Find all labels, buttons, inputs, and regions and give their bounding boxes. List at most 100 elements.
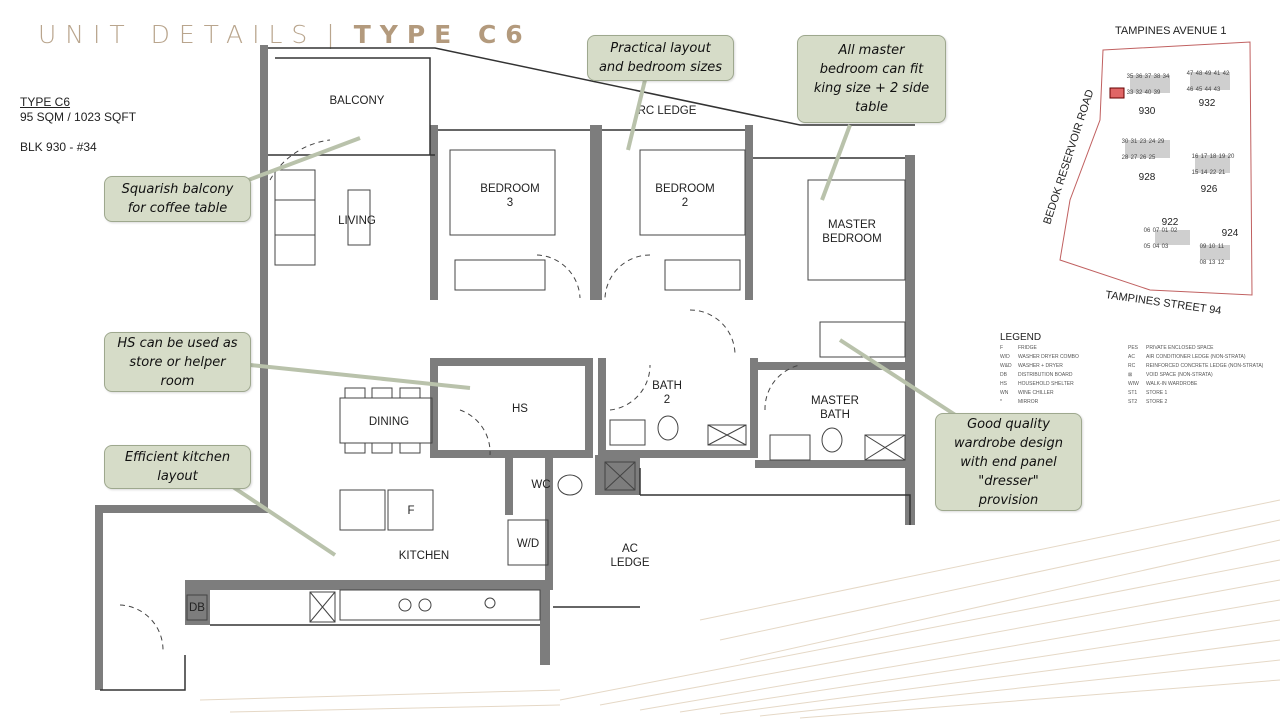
site-unit-number: 21 xyxy=(1219,170,1226,176)
legend-cell: WASHER DRYER COMBO xyxy=(1018,354,1079,360)
room-bedroom3-number: 3 xyxy=(507,197,513,209)
legend-cell: PES xyxy=(1128,345,1139,351)
site-unit-number: 40 xyxy=(1145,90,1152,96)
legend-cell: ⊠ xyxy=(1128,372,1133,378)
site-unit-number: 24 xyxy=(1149,139,1156,145)
site-unit-number: 15 xyxy=(1192,170,1199,176)
site-unit-number: 11 xyxy=(1218,244,1225,250)
site-unit-number: 14 xyxy=(1201,170,1208,176)
legend-cell: VOID SPACE (NON-STRATA) xyxy=(1146,372,1213,378)
room-rc-ledge: RC LEDGE xyxy=(638,105,697,117)
site-unit-number: 16 xyxy=(1192,154,1199,160)
room-master-bath-label: MASTER xyxy=(811,395,859,407)
site-unit-number: 04 xyxy=(1153,244,1160,250)
site-unit-number: 25 xyxy=(1149,155,1156,161)
site-unit-number: 35 xyxy=(1127,74,1134,80)
room-master-label2: BEDROOM xyxy=(822,233,881,245)
legend-cell: PRIVATE ENCLOSED SPACE xyxy=(1146,345,1214,351)
room-bedroom3-label: BEDROOM xyxy=(480,183,539,195)
unit-size: 95 SQM / 1023 SQFT xyxy=(20,110,137,124)
site-unit-number: 34 xyxy=(1163,74,1170,80)
site-unit-number: 46 xyxy=(1187,87,1194,93)
svg-text:922: 922 xyxy=(1162,217,1179,228)
site-unit-number: 05 xyxy=(1144,244,1151,250)
site-unit-number: 17 xyxy=(1201,154,1208,160)
legend-cell: MIRROR xyxy=(1018,399,1039,405)
legend-cell: WINE CHILLER xyxy=(1018,390,1054,396)
room-wd: W/D xyxy=(517,538,539,550)
site-unit-number: 30 xyxy=(1122,139,1129,145)
legend-cell: HOUSEHOLD SHELTER xyxy=(1018,381,1074,387)
site-unit-number: 10 xyxy=(1209,244,1216,250)
svg-text:TAMPINES AVENUE 1: TAMPINES AVENUE 1 xyxy=(1115,25,1226,37)
site-unit-number: 47 xyxy=(1187,71,1194,77)
svg-text:932: 932 xyxy=(1199,98,1216,109)
site-unit-number: 20 xyxy=(1228,154,1235,160)
site-plan: TAMPINES AVENUE 1 BEDOK RESERVOIR ROAD T… xyxy=(1041,25,1253,317)
legend-cell: * xyxy=(1000,399,1002,405)
site-unit-number: 44 xyxy=(1205,87,1212,93)
room-balcony: BALCONY xyxy=(330,95,385,107)
room-master-label: MASTER xyxy=(828,219,876,231)
legend-cell: AC xyxy=(1128,354,1135,360)
room-dining: DINING xyxy=(369,416,409,428)
legend-cell: FRIDGE xyxy=(1018,345,1037,351)
room-wc: WC xyxy=(531,479,550,491)
site-unit-number: 03 xyxy=(1162,244,1169,250)
room-bath2-number: 2 xyxy=(664,394,670,406)
legend-cell: DB xyxy=(1000,372,1007,378)
site-unit-number: 08 xyxy=(1200,260,1207,266)
site-unit-number: 28 xyxy=(1122,155,1129,161)
svg-text:928: 928 xyxy=(1139,172,1156,183)
room-fridge: F xyxy=(407,505,414,517)
legend-cell: WALK-IN WARDROBE xyxy=(1146,381,1198,387)
svg-text:926: 926 xyxy=(1201,184,1218,195)
legend-cell: WASHER + DRYER xyxy=(1018,363,1063,369)
room-kitchen: KITCHEN xyxy=(399,550,449,562)
legend-cell: AIR CONDITIONER LEDGE (NON-STRATA) xyxy=(1146,354,1246,360)
site-unit-number: 29 xyxy=(1158,139,1165,145)
site-unit-number: 26 xyxy=(1140,155,1147,161)
site-unit-number: 37 xyxy=(1145,74,1152,80)
room-db: DB xyxy=(189,602,205,614)
unit-block: BLK 930 - #34 xyxy=(20,140,97,154)
site-unit-number: 22 xyxy=(1210,170,1217,176)
callout-leaders xyxy=(228,79,962,557)
site-unit-number: 36 xyxy=(1136,74,1143,80)
svg-text:TAMPINES STREET 94: TAMPINES STREET 94 xyxy=(1105,289,1223,317)
site-unit-number: 31 xyxy=(1131,139,1138,145)
site-unit-number: 48 xyxy=(1196,71,1203,77)
room-ac-label2: LEDGE xyxy=(611,557,650,569)
page-title: UNIT DETAILS|TYPE C6 xyxy=(38,20,532,49)
site-unit-number: 39 xyxy=(1154,90,1161,96)
legend-cell: ST1 xyxy=(1128,390,1138,396)
site-unit-number: 18 xyxy=(1210,154,1217,160)
room-bedroom2-number: 2 xyxy=(682,197,688,209)
site-unit-number: 41 xyxy=(1214,71,1221,77)
room-master-bath-label2: BATH xyxy=(820,409,850,421)
legend-cell: W/D xyxy=(1000,354,1010,360)
room-bath2-label: BATH xyxy=(652,380,682,392)
legend-cell: RC xyxy=(1128,363,1136,369)
room-living: LIVING xyxy=(338,215,376,227)
site-unit-number: 33 xyxy=(1127,90,1134,96)
site-unit-number: 19 xyxy=(1219,154,1226,160)
site-unit-number: 42 xyxy=(1223,71,1230,77)
decorative-lines xyxy=(199,499,1280,719)
legend-cell: REINFORCED CONCRETE LEDGE (NON-STRATA) xyxy=(1146,363,1264,369)
site-unit-number: 01 xyxy=(1162,228,1169,234)
legend-cell: STORE 1 xyxy=(1146,390,1168,396)
site-unit-number: 43 xyxy=(1214,87,1221,93)
legend-cell: STORE 2 xyxy=(1146,399,1168,405)
legend-cell: WIW xyxy=(1128,381,1139,387)
room-hs: HS xyxy=(512,403,528,415)
room-bedroom2-label: BEDROOM xyxy=(655,183,714,195)
svg-text:930: 930 xyxy=(1139,106,1156,117)
legend-cell: ST2 xyxy=(1128,399,1138,405)
